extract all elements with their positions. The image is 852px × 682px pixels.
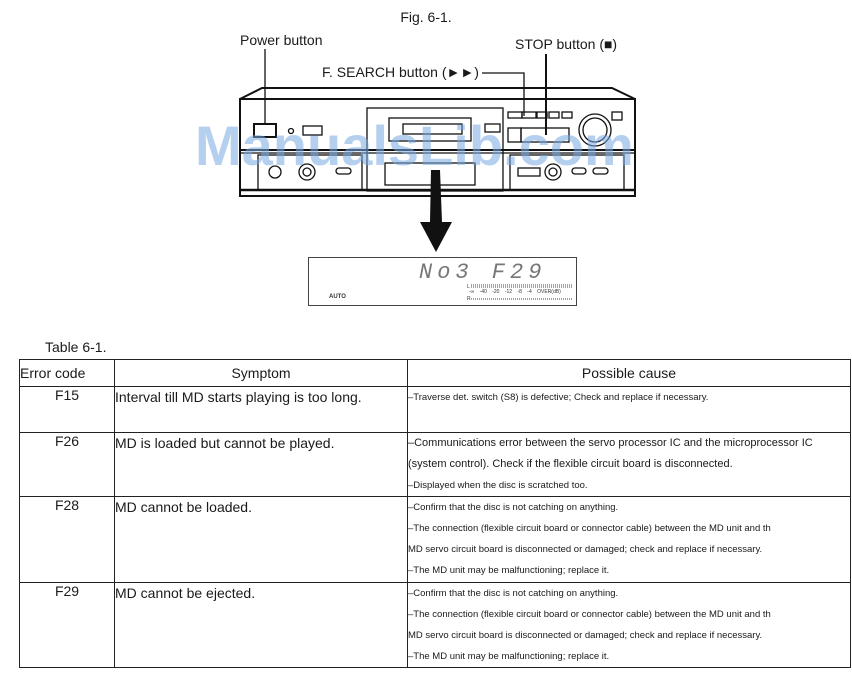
- stop-button-callout: STOP button (■): [515, 36, 618, 52]
- table-title: Table 6-1.: [45, 339, 107, 355]
- cause-line: –Confirm that the disc is not catching o…: [408, 502, 619, 513]
- figure-caption: Fig. 6-1.: [400, 9, 452, 25]
- cause-line: (system control). Check if the flexible …: [408, 458, 733, 470]
- cause-line: –Traverse det. switch (S8) is defective;…: [408, 392, 709, 403]
- error-code-table: Error code Symptom Possible cause F15 In…: [19, 359, 851, 668]
- symptom: MD is loaded but cannot be played.: [114, 432, 408, 497]
- cause-line: –Displayed when the disc is scratched to…: [408, 480, 588, 491]
- arrow-down-icon: [420, 170, 452, 252]
- cause-line: –Communications error between the servo …: [408, 437, 813, 449]
- cause-line: –The MD unit may be malfunctioning; repl…: [408, 651, 610, 662]
- possible-cause: –Communications error between the servo …: [407, 432, 851, 497]
- power-button-callout: Power button: [240, 32, 323, 48]
- level-meter: L R: [467, 284, 573, 302]
- table-row: F26 MD is loaded but cannot be played. –…: [19, 432, 851, 497]
- cause-line: –The MD unit may be malfunctioning; repl…: [408, 565, 610, 576]
- fsearch-button-callout: F. SEARCH button (►►): [322, 64, 479, 80]
- fsearch-leader-line: [482, 72, 525, 116]
- cause-line: MD servo circuit board is disconnected o…: [408, 544, 763, 555]
- possible-cause: –Confirm that the disc is not catching o…: [407, 496, 851, 583]
- error-code: F28: [19, 496, 115, 583]
- error-code: F15: [19, 386, 115, 433]
- power-button-shape: [253, 123, 277, 138]
- table-row: F29 MD cannot be ejected. –Confirm that …: [19, 582, 851, 668]
- md-deck-illustration: [239, 49, 636, 252]
- possible-cause: –Traverse det. switch (S8) is defective;…: [407, 386, 851, 433]
- display-mode-indicator: AUTO: [329, 294, 346, 300]
- cause-line: –The connection (flexible circuit board …: [408, 609, 771, 620]
- symptom: MD cannot be loaded.: [114, 496, 408, 583]
- meter-channel-l: L: [467, 284, 470, 290]
- chassis-top: [239, 87, 636, 100]
- display-panel: No3 F29 AUTO L R -∞ -40 -20 -12 -8 -4 OV…: [308, 257, 577, 306]
- table-row: F15 Interval till MD starts playing is t…: [19, 386, 851, 433]
- possible-cause: –Confirm that the disc is not catching o…: [407, 582, 851, 668]
- meter-scale: -∞ -40 -20 -12 -8 -4 OVER(dB): [469, 289, 561, 295]
- cause-line: –Confirm that the disc is not catching o…: [408, 588, 619, 599]
- table-row: F28 MD cannot be loaded. –Confirm that t…: [19, 496, 851, 583]
- watermark: ManualsLib.com: [195, 114, 634, 177]
- header-error-code: Error code: [19, 359, 115, 387]
- header-possible-cause: Possible cause: [407, 359, 851, 387]
- error-code: F26: [19, 432, 115, 497]
- cause-line: MD servo circuit board is disconnected o…: [408, 630, 763, 641]
- error-code: F29: [19, 582, 115, 668]
- display-readout: No3 F29: [419, 260, 547, 285]
- meter-channel-r: R: [467, 296, 471, 302]
- symptom: Interval till MD starts playing is too l…: [114, 386, 408, 433]
- cause-line: –The connection (flexible circuit board …: [408, 523, 771, 534]
- header-symptom: Symptom: [114, 359, 408, 387]
- symptom: MD cannot be ejected.: [114, 582, 408, 668]
- table-header-row: Error code Symptom Possible cause: [19, 359, 851, 387]
